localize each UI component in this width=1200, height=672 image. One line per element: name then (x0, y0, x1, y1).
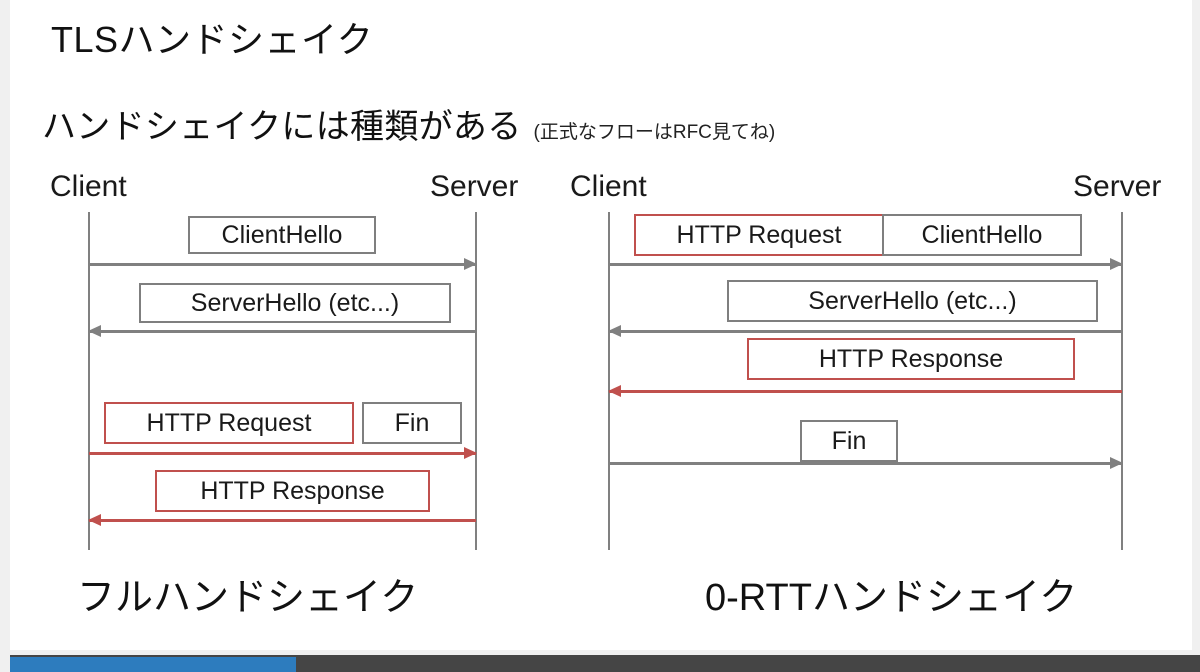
sequence-diagram-full-handshake: Client Server ClientHello ServerHello (e… (42, 170, 542, 630)
message-box-serverhello: ServerHello (etc...) (139, 283, 451, 323)
actor-label-client: Client (50, 170, 127, 203)
message-arrow-serverhello (608, 325, 1122, 337)
message-arrow-http-request (89, 447, 477, 459)
message-arrow-clienthello (89, 258, 477, 270)
message-arrow-fin (609, 457, 1123, 469)
actor-label-server: Server (1073, 170, 1162, 203)
lifeline-server (1121, 212, 1123, 550)
message-box-serverhello: ServerHello (etc...) (727, 280, 1098, 322)
message-box-http-response: HTTP Response (747, 338, 1075, 380)
message-arrow-http-response (88, 514, 476, 526)
sequence-diagram-zero-rtt-handshake: Client Server HTTP Request ClientHello S… (570, 170, 1180, 630)
slide-canvas: TLSハンドシェイク ハンドシェイクには種類がある (正式なフローはRFC見てね… (10, 0, 1192, 650)
diagram-caption-full-handshake: フルハンドシェイク (77, 577, 419, 619)
message-box-http-response: HTTP Response (155, 470, 430, 512)
progress-bar-fill (10, 657, 296, 672)
lifeline-server (475, 212, 477, 550)
message-box-clienthello: ClientHello (882, 214, 1082, 256)
page-title: TLSハンドシェイク (51, 19, 374, 60)
actor-label-server: Server (430, 170, 519, 203)
message-arrow-serverhello (88, 325, 476, 337)
message-box-fin: Fin (362, 402, 462, 444)
subtitle-note: (正式なフローはRFC見てね) (533, 122, 776, 143)
lifeline-client (608, 212, 610, 550)
diagram-caption-zero-rtt-handshake: 0-RTTハンドシェイク (705, 577, 1078, 619)
message-box-http-request: HTTP Request (634, 214, 884, 256)
actor-label-client: Client (570, 170, 647, 203)
subtitle-row: ハンドシェイクには種類がある (正式なフローはRFC見てね) (42, 99, 775, 148)
message-box-fin: Fin (800, 420, 898, 462)
message-box-http-request: HTTP Request (104, 402, 354, 444)
message-arrow-http-response (608, 385, 1122, 397)
message-box-clienthello: ClientHello (188, 216, 376, 254)
progress-bar-track[interactable] (10, 655, 1200, 672)
lifeline-client (88, 212, 90, 550)
message-arrow-clienthello (609, 258, 1123, 270)
subtitle-text: ハンドシェイクには種類がある (42, 108, 522, 146)
